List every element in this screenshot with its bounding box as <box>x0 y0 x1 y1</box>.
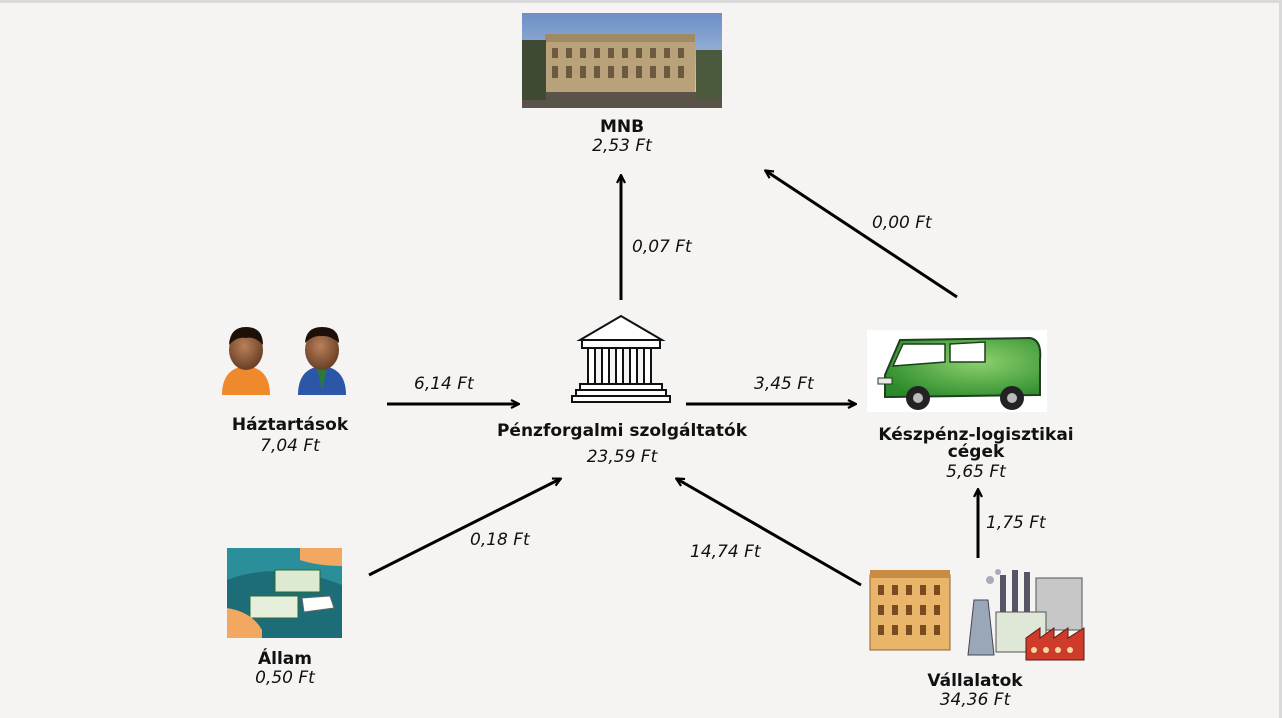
bank-icon <box>571 314 671 403</box>
flow-label-penz-to-log: 3,45 Ft <box>754 374 814 394</box>
node-mnb: MNB 2,53 Ft <box>560 118 684 156</box>
node-allam: Állam 0,50 Ft <box>225 650 345 688</box>
money-exchange-icon <box>227 548 342 638</box>
node-allam-value: 0,50 Ft <box>255 668 315 688</box>
flow-label-vall-to-log: 1,75 Ft <box>986 513 1046 533</box>
arrow-log-to-mnb <box>766 171 958 299</box>
factory-buildings-icon <box>869 569 1085 661</box>
flow-label-log-to-mnb: 0,00 Ft <box>872 213 932 233</box>
node-allam-name: Állam <box>258 649 312 669</box>
right-border <box>1279 0 1282 718</box>
node-penzforgalmi: Pénzforgalmi szolgáltatók 23,59 Ft <box>496 422 748 467</box>
node-mnb-name: MNB <box>599 117 645 137</box>
node-vallalatok-name: Vállalatok <box>927 671 1023 691</box>
node-haztartasok-name: Háztartások <box>231 415 349 435</box>
node-vallalatok: Vállalatok 34,36 Ft <box>905 672 1045 710</box>
arrow-vall-to-penz <box>677 479 862 587</box>
flow-label-haz-to-penz: 6,14 Ft <box>414 374 474 394</box>
flow-label-penz-to-mnb: 0,07 Ft <box>632 237 692 257</box>
flow-label-allam-to-penz: 0,18 Ft <box>470 530 530 550</box>
arrow-allam-to-penz <box>368 479 560 577</box>
node-penzforgalmi-value: 23,59 Ft <box>586 447 658 467</box>
node-vallalatok-value: 34,36 Ft <box>939 690 1011 710</box>
people-icon <box>222 327 346 395</box>
node-logisztika-value: 5,65 Ft <box>946 462 1006 482</box>
node-logisztika: Készpénz-logisztikai cégek 5,65 Ft <box>858 427 1094 481</box>
flow-label-vall-to-penz: 14,74 Ft <box>690 542 761 562</box>
top-border <box>0 0 1282 3</box>
node-logisztika-name: Készpénz-logisztikai cégek <box>878 425 1074 462</box>
node-haztartasok: Háztartások 7,04 Ft <box>208 416 372 456</box>
mnb-building-image <box>522 13 722 108</box>
node-haztartasok-value: 7,04 Ft <box>260 436 320 456</box>
node-mnb-value: 2,53 Ft <box>592 136 652 156</box>
node-penzforgalmi-name: Pénzforgalmi szolgáltatók <box>496 421 748 441</box>
van-icon <box>867 330 1047 412</box>
